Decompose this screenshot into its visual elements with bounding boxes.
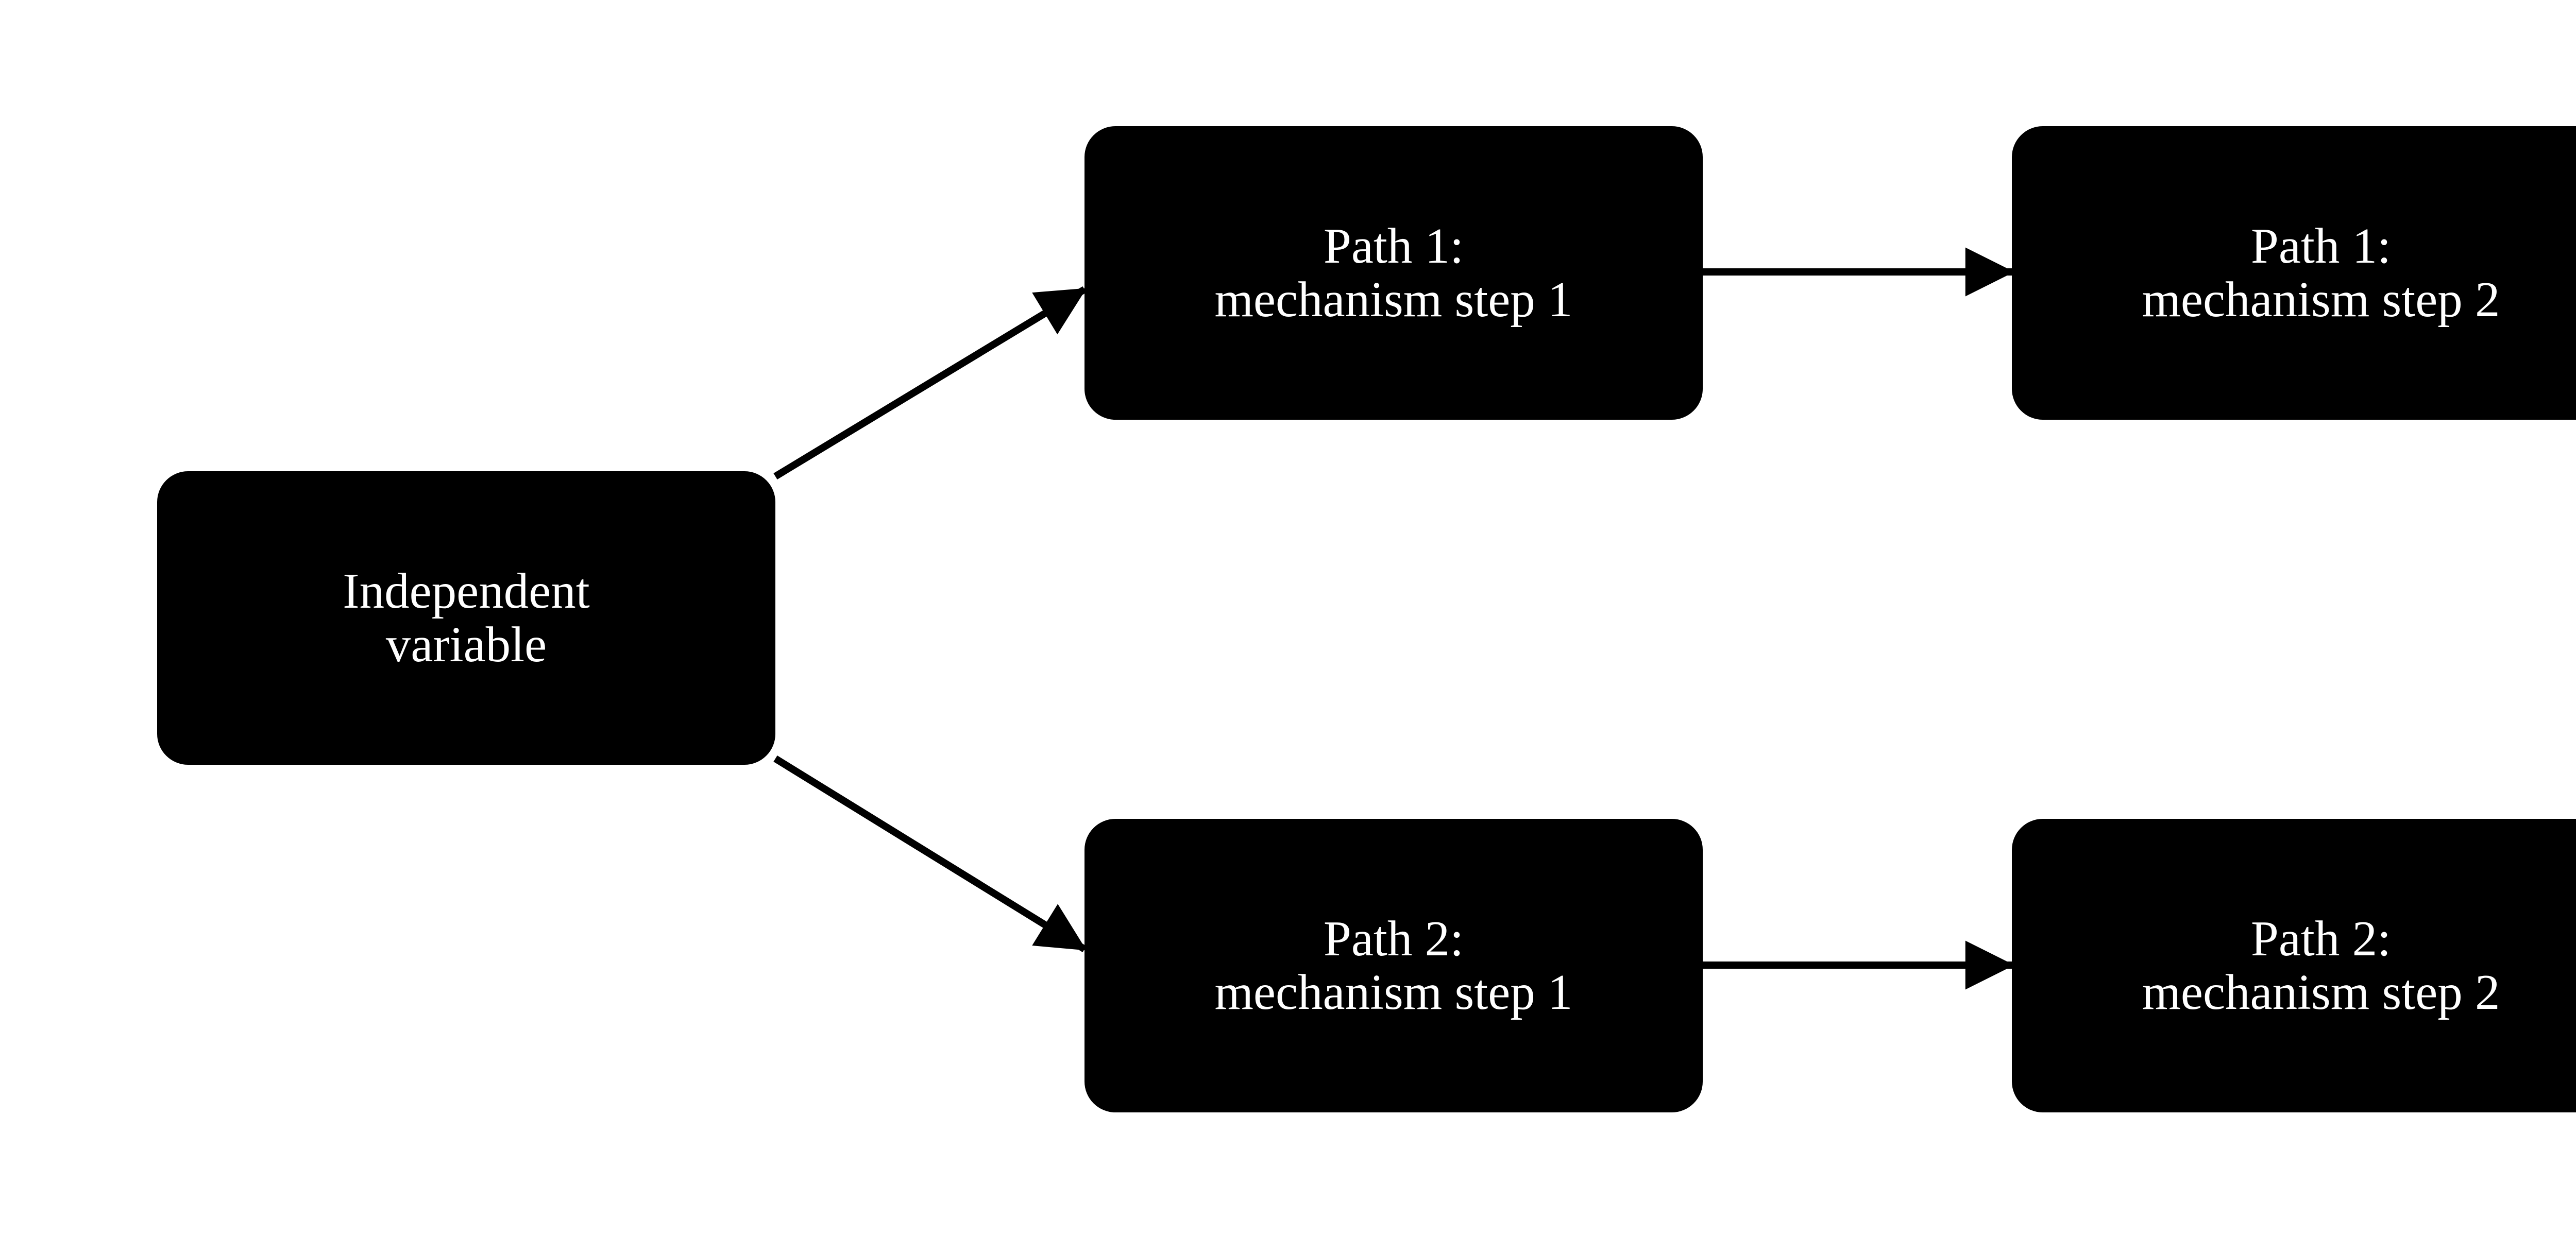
node-label-line1: Path 2: xyxy=(2250,911,2392,967)
node-label-line1: Path 1: xyxy=(1323,218,1464,274)
node-label-line2: mechanism step 2 xyxy=(2142,965,2500,1020)
node-path2-step2: Path 2: mechanism step 2 xyxy=(2012,819,2576,1112)
node-path1-step1: Path 1: mechanism step 1 xyxy=(1084,126,1703,420)
node-path1-step2: Path 1: mechanism step 2 xyxy=(2012,126,2576,420)
node-label-line1: Independent xyxy=(343,563,590,619)
node-independent-variable: Independent variable xyxy=(157,471,775,765)
node-label-line2: mechanism step 2 xyxy=(2142,272,2500,327)
node-label-line2: variable xyxy=(385,617,547,672)
node-path2-step1: Path 2: mechanism step 1 xyxy=(1084,819,1703,1112)
edge-independent-to-path2-step1 xyxy=(773,756,1087,952)
node-label-line1: Path 2: xyxy=(1323,911,1464,967)
edge-independent-to-path1-step1 xyxy=(773,286,1087,479)
node-label-line2: mechanism step 1 xyxy=(1214,965,1573,1020)
node-label-line1: Path 1: xyxy=(2250,218,2392,274)
node-label-line2: mechanism step 1 xyxy=(1214,272,1573,327)
